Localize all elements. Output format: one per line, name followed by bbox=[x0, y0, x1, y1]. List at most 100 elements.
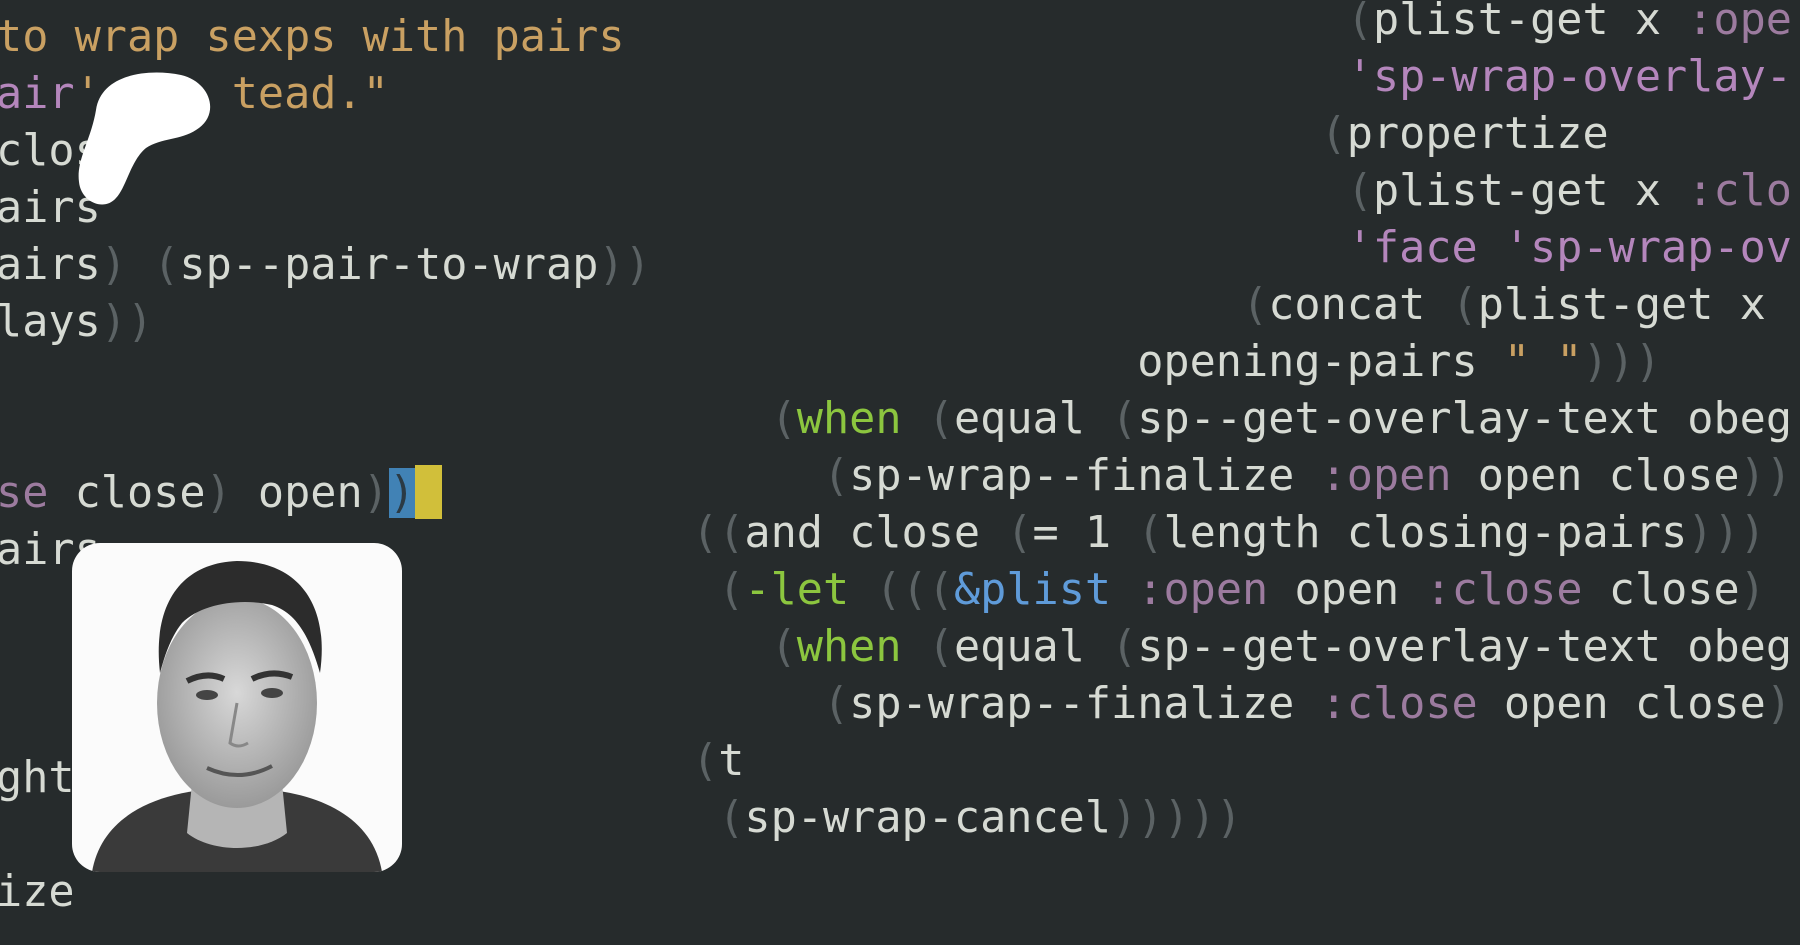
code-token: to wrap sexps with pairs bbox=[0, 12, 625, 62]
code-token: 'face 'sp-wrap-ov bbox=[1346, 223, 1792, 273]
code-token: equal bbox=[953, 622, 1112, 672]
code-line bbox=[0, 408, 651, 465]
code-pane-right: (plist-get x :ope 'sp-wrap-overlay- (pro… bbox=[692, 0, 1792, 847]
code-token: se bbox=[0, 468, 49, 518]
code-token: plist-get x bbox=[1372, 166, 1688, 216]
code-line: lays)) bbox=[0, 294, 651, 351]
code-token: = 1 bbox=[1032, 508, 1138, 558]
text-cursor bbox=[415, 465, 443, 519]
code-line: (propertize bbox=[692, 106, 1792, 163]
code-token: :ope bbox=[1687, 0, 1792, 45]
code-token: ) bbox=[1739, 565, 1766, 615]
code-token: ( bbox=[1006, 508, 1033, 558]
code-token: plist-get x bbox=[1477, 280, 1766, 330]
code-token: air bbox=[0, 69, 75, 119]
code-token: ))) bbox=[1687, 508, 1766, 558]
code-token: )) bbox=[1739, 451, 1792, 501]
code-line: to wrap sexps with pairs bbox=[0, 9, 651, 66]
code-line bbox=[0, 351, 651, 408]
code-token bbox=[692, 565, 718, 615]
code-token: ( bbox=[153, 240, 180, 290]
code-token: )) bbox=[100, 297, 154, 347]
code-line: ((and close (= 1 (length closing-pairs))… bbox=[692, 505, 1792, 562]
code-token bbox=[692, 223, 1347, 273]
code-token bbox=[692, 679, 823, 729]
code-token: open close bbox=[1451, 451, 1740, 501]
code-token: :open bbox=[1137, 565, 1269, 615]
code-token bbox=[1111, 565, 1137, 615]
code-line: (sp-wrap--finalize :close open close) bbox=[692, 676, 1792, 733]
code-token: :open bbox=[1320, 451, 1452, 501]
code-token: " " bbox=[1503, 337, 1583, 387]
code-token: ) bbox=[100, 240, 127, 290]
code-token: ( bbox=[1346, 166, 1373, 216]
code-token bbox=[692, 793, 718, 843]
code-token: ( bbox=[1111, 394, 1138, 444]
code-token: 'sp-wrap-overlay- bbox=[1346, 52, 1792, 102]
code-line: (plist-get x :clo bbox=[692, 163, 1792, 220]
code-token: :clo bbox=[1687, 166, 1792, 216]
code-token: ( bbox=[692, 736, 719, 786]
code-token: close bbox=[1582, 565, 1740, 615]
code-line: (-let (((&plist :open open :close close) bbox=[692, 562, 1792, 619]
code-line: ize bbox=[0, 864, 651, 921]
code-line: opening-pairs " "))) bbox=[692, 334, 1792, 391]
code-token: sp--get-overlay-text obeg bbox=[1137, 394, 1793, 444]
code-token: and close bbox=[744, 508, 1007, 558]
code-token: opening-pairs bbox=[692, 337, 1504, 387]
code-token: ize bbox=[0, 867, 75, 917]
code-line: air' tead." bbox=[0, 66, 651, 123]
code-token: sp-wrap--finalize bbox=[849, 679, 1321, 729]
code-token: ( bbox=[822, 679, 850, 729]
code-token: ( bbox=[1346, 0, 1373, 45]
code-token: &plist bbox=[953, 565, 1112, 615]
code-token: ) bbox=[205, 468, 232, 518]
code-token: sp--pair-to-wrap bbox=[179, 240, 599, 290]
code-token: )) bbox=[598, 240, 651, 290]
code-token: ))) bbox=[1582, 337, 1662, 387]
code-token bbox=[692, 0, 1347, 45]
code-line: airs) (sp--pair-to-wrap)) bbox=[0, 237, 651, 294]
code-token: open bbox=[1268, 565, 1426, 615]
code-token: ))))) bbox=[1111, 793, 1243, 843]
code-token: length closing-pairs bbox=[1163, 508, 1688, 558]
code-line: (concat (plist-get x bbox=[692, 277, 1792, 334]
blob-shape-icon bbox=[78, 72, 211, 205]
code-token bbox=[692, 622, 771, 672]
text-cursor: ) bbox=[388, 468, 416, 518]
code-token: :close bbox=[1425, 565, 1583, 615]
code-token: ) bbox=[1765, 679, 1792, 729]
code-token: sp-wrap-cancel bbox=[744, 793, 1112, 843]
code-token: ( bbox=[1320, 109, 1347, 159]
code-token: t bbox=[718, 736, 745, 786]
code-token: sp--get-overlay-text obeg bbox=[1137, 622, 1793, 672]
code-line: 'face 'sp-wrap-ov bbox=[692, 220, 1792, 277]
code-token: ( bbox=[718, 565, 745, 615]
code-token: lays bbox=[0, 297, 101, 347]
code-token: open bbox=[231, 468, 363, 518]
code-line: (plist-get x :ope bbox=[692, 0, 1792, 49]
code-line: (sp-wrap-cancel))))) bbox=[692, 790, 1792, 847]
code-token bbox=[692, 394, 771, 444]
author-photo bbox=[72, 543, 402, 872]
code-token: sp-wrap--finalize bbox=[849, 451, 1321, 501]
code-token: ( bbox=[770, 622, 797, 672]
code-token: ( bbox=[1111, 622, 1138, 672]
code-token bbox=[692, 451, 823, 501]
code-token bbox=[902, 622, 928, 672]
code-token: ( bbox=[770, 394, 797, 444]
code-token bbox=[902, 394, 928, 444]
code-line: 'sp-wrap-overlay- bbox=[692, 49, 1792, 106]
code-token: equal bbox=[953, 394, 1112, 444]
code-token: when bbox=[796, 622, 902, 672]
code-token: ( bbox=[927, 622, 954, 672]
code-token: ( bbox=[1451, 280, 1478, 330]
code-token: concat bbox=[1268, 280, 1452, 330]
code-token: -let bbox=[744, 565, 850, 615]
code-token: :close bbox=[1320, 679, 1478, 729]
code-token: ( bbox=[822, 451, 850, 501]
code-line: (when (equal (sp--get-overlay-text obeg bbox=[692, 619, 1792, 676]
code-token bbox=[849, 565, 875, 615]
code-token bbox=[127, 240, 153, 290]
